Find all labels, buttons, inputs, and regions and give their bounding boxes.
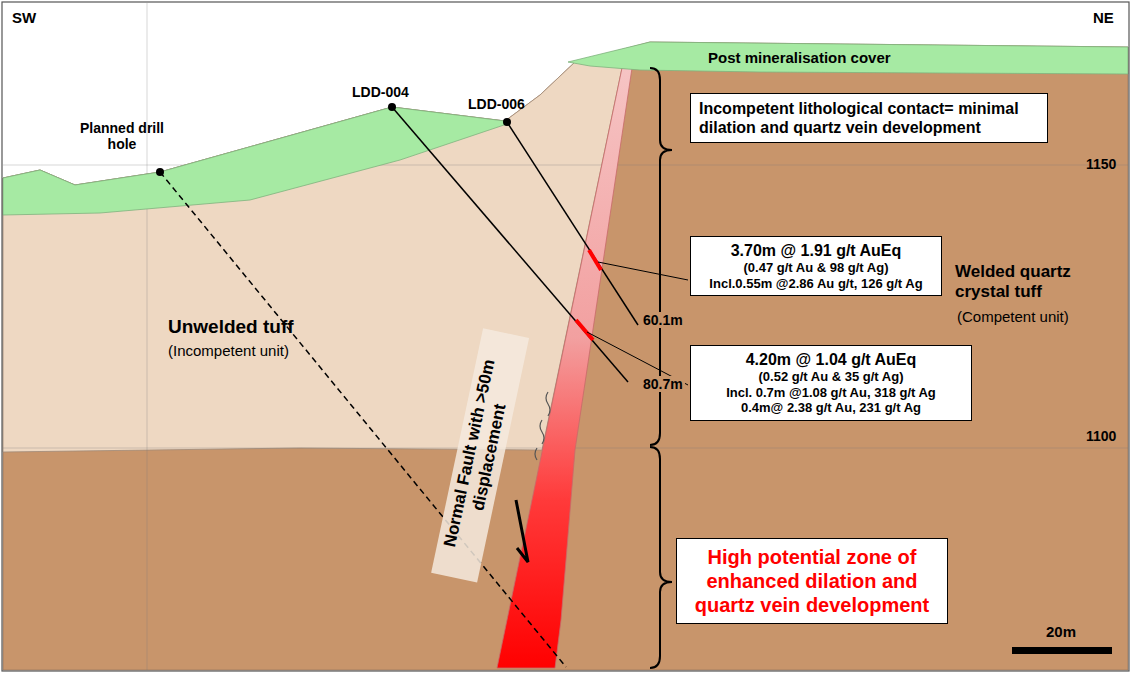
map-label: Welded quartz crystal tuff	[955, 262, 1105, 301]
elevation-label: 1150	[1086, 156, 1116, 172]
node-heading: 3.70m @ 1.91 g/t AuEq	[697, 241, 935, 260]
planned-drill-hole	[160, 172, 566, 667]
map-label: LDD-006	[468, 96, 525, 112]
map-label: Post mineralisation cover	[708, 49, 891, 66]
fault-arrow	[516, 500, 528, 562]
unwelded-tuff	[3, 58, 622, 452]
drill-hole	[507, 122, 638, 325]
callout-box: Incompetent lithological contact= minima…	[690, 93, 1048, 143]
node-heading: High potential zone of enhanced dilation…	[685, 545, 939, 617]
map-label: (Competent unit)	[957, 308, 1069, 325]
intercept	[589, 250, 601, 270]
node-detail: Incl.0.55m @2.86 Au g/t, 126 g/t Ag	[697, 276, 935, 292]
collar	[156, 168, 164, 176]
node-heading: Incompetent lithological contact= minima…	[699, 99, 1039, 137]
map-label: NE	[1093, 9, 1114, 26]
cover-left	[3, 107, 507, 215]
leader-line	[598, 262, 688, 280]
node-detail: 0.4m@ 2.38 g/t Au, 231 g/t Ag	[697, 400, 965, 416]
scale-bar	[1012, 647, 1112, 654]
map-label: 20m	[1046, 623, 1076, 640]
callout-box: 3.70m @ 1.91 g/t AuEq(0.47 g/t Au & 98 g…	[690, 236, 942, 296]
node-detail: (0.52 g/t Au & 35 g/t Ag)	[697, 369, 965, 385]
map-label: Unwelded tuff	[168, 316, 294, 338]
bracket	[650, 447, 672, 668]
depth-label: 80.7m	[641, 376, 685, 392]
node-heading: 4.20m @ 1.04 g/t AuEq	[697, 350, 965, 369]
map-label: (Incompetent unit)	[168, 342, 289, 359]
depth-label: 60.1m	[641, 312, 685, 328]
callout-box: 4.20m @ 1.04 g/t AuEq(0.52 g/t Au & 35 g…	[690, 345, 972, 421]
map-label: SW	[12, 9, 36, 26]
intercept	[576, 320, 593, 340]
map-label: Planned drill hole	[74, 120, 170, 152]
map-label: LDD-004	[352, 84, 409, 100]
welded-tuff	[3, 42, 1128, 670]
elevation-label: 1100	[1086, 428, 1116, 444]
grid	[3, 3, 1128, 670]
cover-right	[568, 42, 1128, 74]
collar	[388, 103, 396, 111]
collar	[503, 118, 511, 126]
slip-marks	[535, 392, 550, 460]
node-detail: (0.47 g/t Au & 98 g/t Ag)	[697, 260, 935, 276]
node-detail: Incl. 0.7m @1.08 g/t Au, 318 g/t Ag	[697, 385, 965, 401]
target-box: High potential zone of enhanced dilation…	[676, 538, 948, 624]
